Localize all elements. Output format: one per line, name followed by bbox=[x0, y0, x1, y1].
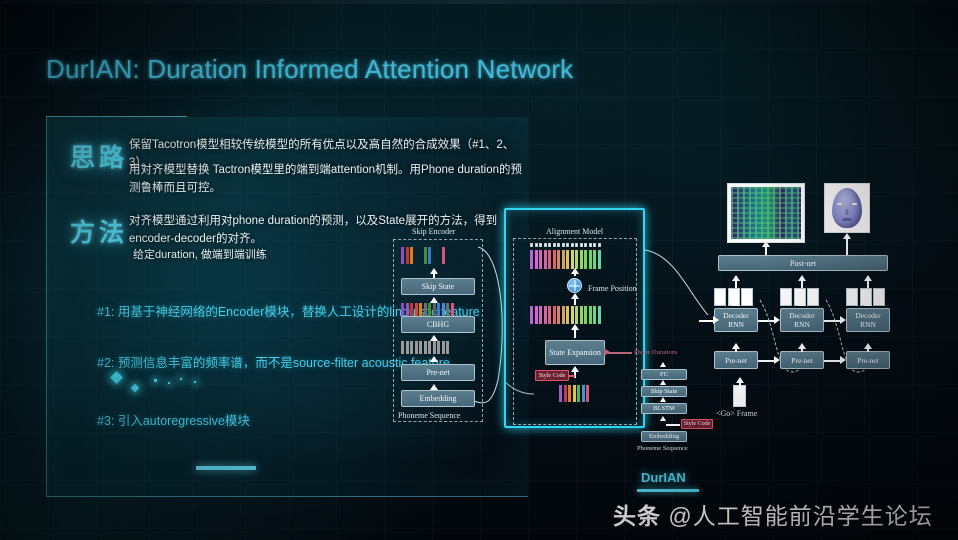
connector-stem bbox=[666, 424, 680, 426]
connector-stem bbox=[735, 279, 737, 288]
idea-text-line-2: 用对齐模型替换 Tactron模型里的端到端attention机制。用Phone… bbox=[129, 164, 523, 194]
watermark: 头条 @人工智能前沿学生论坛 bbox=[613, 497, 933, 531]
arrow-icon bbox=[571, 324, 579, 330]
arrow-icon bbox=[798, 300, 806, 306]
skip-encoder-caption: Skip Encoder bbox=[412, 227, 456, 236]
frame-position-label: Frame Position bbox=[588, 284, 637, 293]
arrow-icon bbox=[864, 300, 872, 306]
arrow-icon bbox=[604, 348, 610, 356]
arrow-icon bbox=[571, 293, 579, 299]
connector-stem bbox=[846, 237, 848, 255]
talking-face-image bbox=[824, 183, 870, 233]
block-embedding[interactable]: Embedding bbox=[401, 390, 475, 407]
bullet-item-3: #3: 引入autoregressive模块 bbox=[97, 414, 250, 428]
style-code-badge-duration[interactable]: Style Code bbox=[681, 419, 713, 429]
connector-stem bbox=[801, 279, 803, 288]
connector-stem bbox=[867, 279, 869, 288]
watermark-brand: 头条 bbox=[613, 503, 661, 529]
block-state-expansion[interactable]: State Expansion bbox=[545, 340, 605, 365]
go-frame-label: <Go> Frame bbox=[716, 409, 758, 418]
idea-heading: 思路 bbox=[70, 144, 129, 172]
block-cbhg[interactable]: CBHG bbox=[401, 316, 475, 333]
block-skip-state[interactable]: Skip State bbox=[401, 278, 475, 295]
arrow-icon bbox=[571, 366, 579, 372]
model-name-underline bbox=[637, 489, 699, 492]
connector-stem bbox=[758, 320, 774, 322]
connector-stem bbox=[758, 360, 774, 362]
arrow-icon bbox=[660, 362, 666, 367]
arrow-icon bbox=[732, 300, 740, 306]
connector-stem bbox=[608, 352, 632, 354]
block-pre-net-decoder[interactable]: Pre-net bbox=[780, 351, 824, 369]
arrow-icon bbox=[571, 268, 579, 274]
go-frame-box bbox=[733, 385, 746, 407]
alignment-model-caption: Alignment Model bbox=[546, 227, 604, 236]
page-title: DurIAN: Duration Informed Attention Netw… bbox=[46, 54, 574, 84]
duration-predictor-footer: Phoneme Sequence bbox=[637, 445, 688, 452]
block-pre-net-decoder[interactable]: Pre-net bbox=[846, 351, 890, 369]
block-blstm[interactable]: BLSTM bbox=[641, 403, 687, 414]
block-pre-net[interactable]: Pre-net bbox=[401, 364, 475, 381]
alignment-output-bars bbox=[530, 250, 620, 269]
arrow-icon bbox=[660, 416, 666, 421]
frame-position-add-icon bbox=[567, 278, 582, 293]
arrow-icon bbox=[430, 356, 438, 362]
phone-durations-label: Phone Durations bbox=[634, 349, 678, 356]
block-decoder-rnn[interactable]: Decoder RNN bbox=[714, 308, 758, 332]
method-heading: 方法 bbox=[70, 219, 129, 247]
block-decoder-rnn[interactable]: Decoder RNN bbox=[846, 308, 890, 332]
block-decoder-rnn[interactable]: Decoder RNN bbox=[780, 308, 824, 332]
connector-stem bbox=[824, 360, 840, 362]
skip-encoder-prenet-bars bbox=[401, 341, 475, 354]
watermark-handle: @人工智能前沿学生论坛 bbox=[668, 503, 933, 529]
top-accent-bar bbox=[0, 0, 958, 4]
skip-encoder-output-bars bbox=[401, 247, 475, 264]
block-post-net[interactable]: Post-net bbox=[718, 255, 888, 271]
style-code-badge-alignment[interactable]: Style Code bbox=[535, 370, 569, 381]
arrow-icon bbox=[843, 233, 851, 239]
connector-stem bbox=[801, 347, 803, 352]
block-embedding-dp[interactable]: Embedding bbox=[641, 431, 687, 442]
connector-stem bbox=[824, 320, 840, 322]
model-name-label: DurIAN bbox=[641, 470, 686, 485]
alignment-frame-caps bbox=[530, 243, 601, 247]
block-pre-net-decoder[interactable]: Pre-net bbox=[714, 351, 758, 369]
connector-stem bbox=[735, 347, 737, 352]
skip-encoder-footer: Phoneme Sequence bbox=[398, 411, 461, 420]
arrow-icon bbox=[660, 380, 666, 385]
mel-spectrogram-image bbox=[727, 183, 805, 243]
panel-underline bbox=[196, 466, 256, 470]
block-skip-state-dp[interactable]: Skip State bbox=[641, 386, 687, 397]
alignment-expanded-bars bbox=[530, 306, 620, 324]
connector-stem bbox=[867, 347, 869, 352]
arrow-icon bbox=[660, 397, 666, 402]
connector-stem bbox=[739, 381, 741, 387]
arrow-icon bbox=[713, 316, 719, 324]
connector-stem bbox=[569, 375, 575, 377]
block-fc[interactable]: FC bbox=[641, 369, 687, 380]
alignment-input-bars bbox=[559, 385, 604, 402]
